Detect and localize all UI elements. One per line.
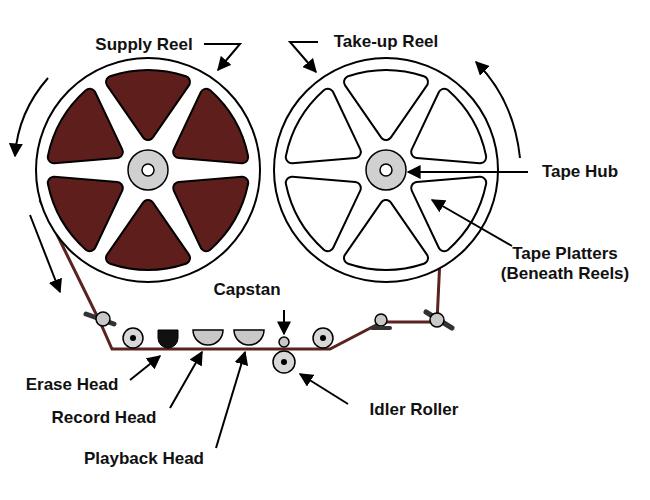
part-label: Supply Reel: [95, 35, 192, 55]
reel-hole: [399, 92, 485, 183]
reel-hole: [49, 157, 135, 248]
part-label: Tape Platters (Beneath Reels): [485, 244, 645, 284]
reel-hole: [49, 92, 135, 183]
leader-lines: [130, 42, 528, 448]
reel-hole: [350, 76, 422, 134]
reel-hole: [161, 92, 247, 183]
reel-hole-outline: [49, 92, 135, 183]
part-label: Tape Hub: [542, 162, 618, 182]
reel-hole-outline: [287, 92, 373, 183]
part-label: Record Head: [52, 408, 157, 428]
reel-hole-outline: [399, 92, 485, 183]
take-up-reel: [274, 58, 498, 282]
reel-hole-outline: [49, 157, 135, 248]
part-label: Playback Head: [84, 449, 204, 469]
part-label: Erase Head: [26, 375, 119, 395]
reel-hole: [112, 206, 184, 264]
reel-hole-outline: [350, 206, 422, 264]
reel-hole-outline: [112, 206, 184, 264]
part-label: Idler Roller: [370, 400, 459, 420]
reel-hole: [287, 157, 373, 248]
tape-guides: [86, 312, 452, 348]
playback-head: [234, 330, 264, 345]
reel-hole: [350, 206, 422, 264]
capstan: [279, 337, 289, 347]
reel-hole: [287, 92, 373, 183]
reel-hole-outline: [112, 76, 184, 134]
part-label: Take-up Reel: [334, 32, 439, 52]
erase-head: [158, 330, 178, 348]
reel-hole-outline: [161, 92, 247, 183]
reel-hole: [112, 76, 184, 134]
supply-reel: [36, 58, 260, 282]
reel-hole-outline: [287, 157, 373, 248]
record-head: [193, 330, 223, 345]
part-label: Capstan: [213, 280, 280, 300]
reel-hole-outline: [350, 76, 422, 134]
rotation-arrows: [15, 62, 520, 292]
idler-roller: [273, 351, 295, 373]
